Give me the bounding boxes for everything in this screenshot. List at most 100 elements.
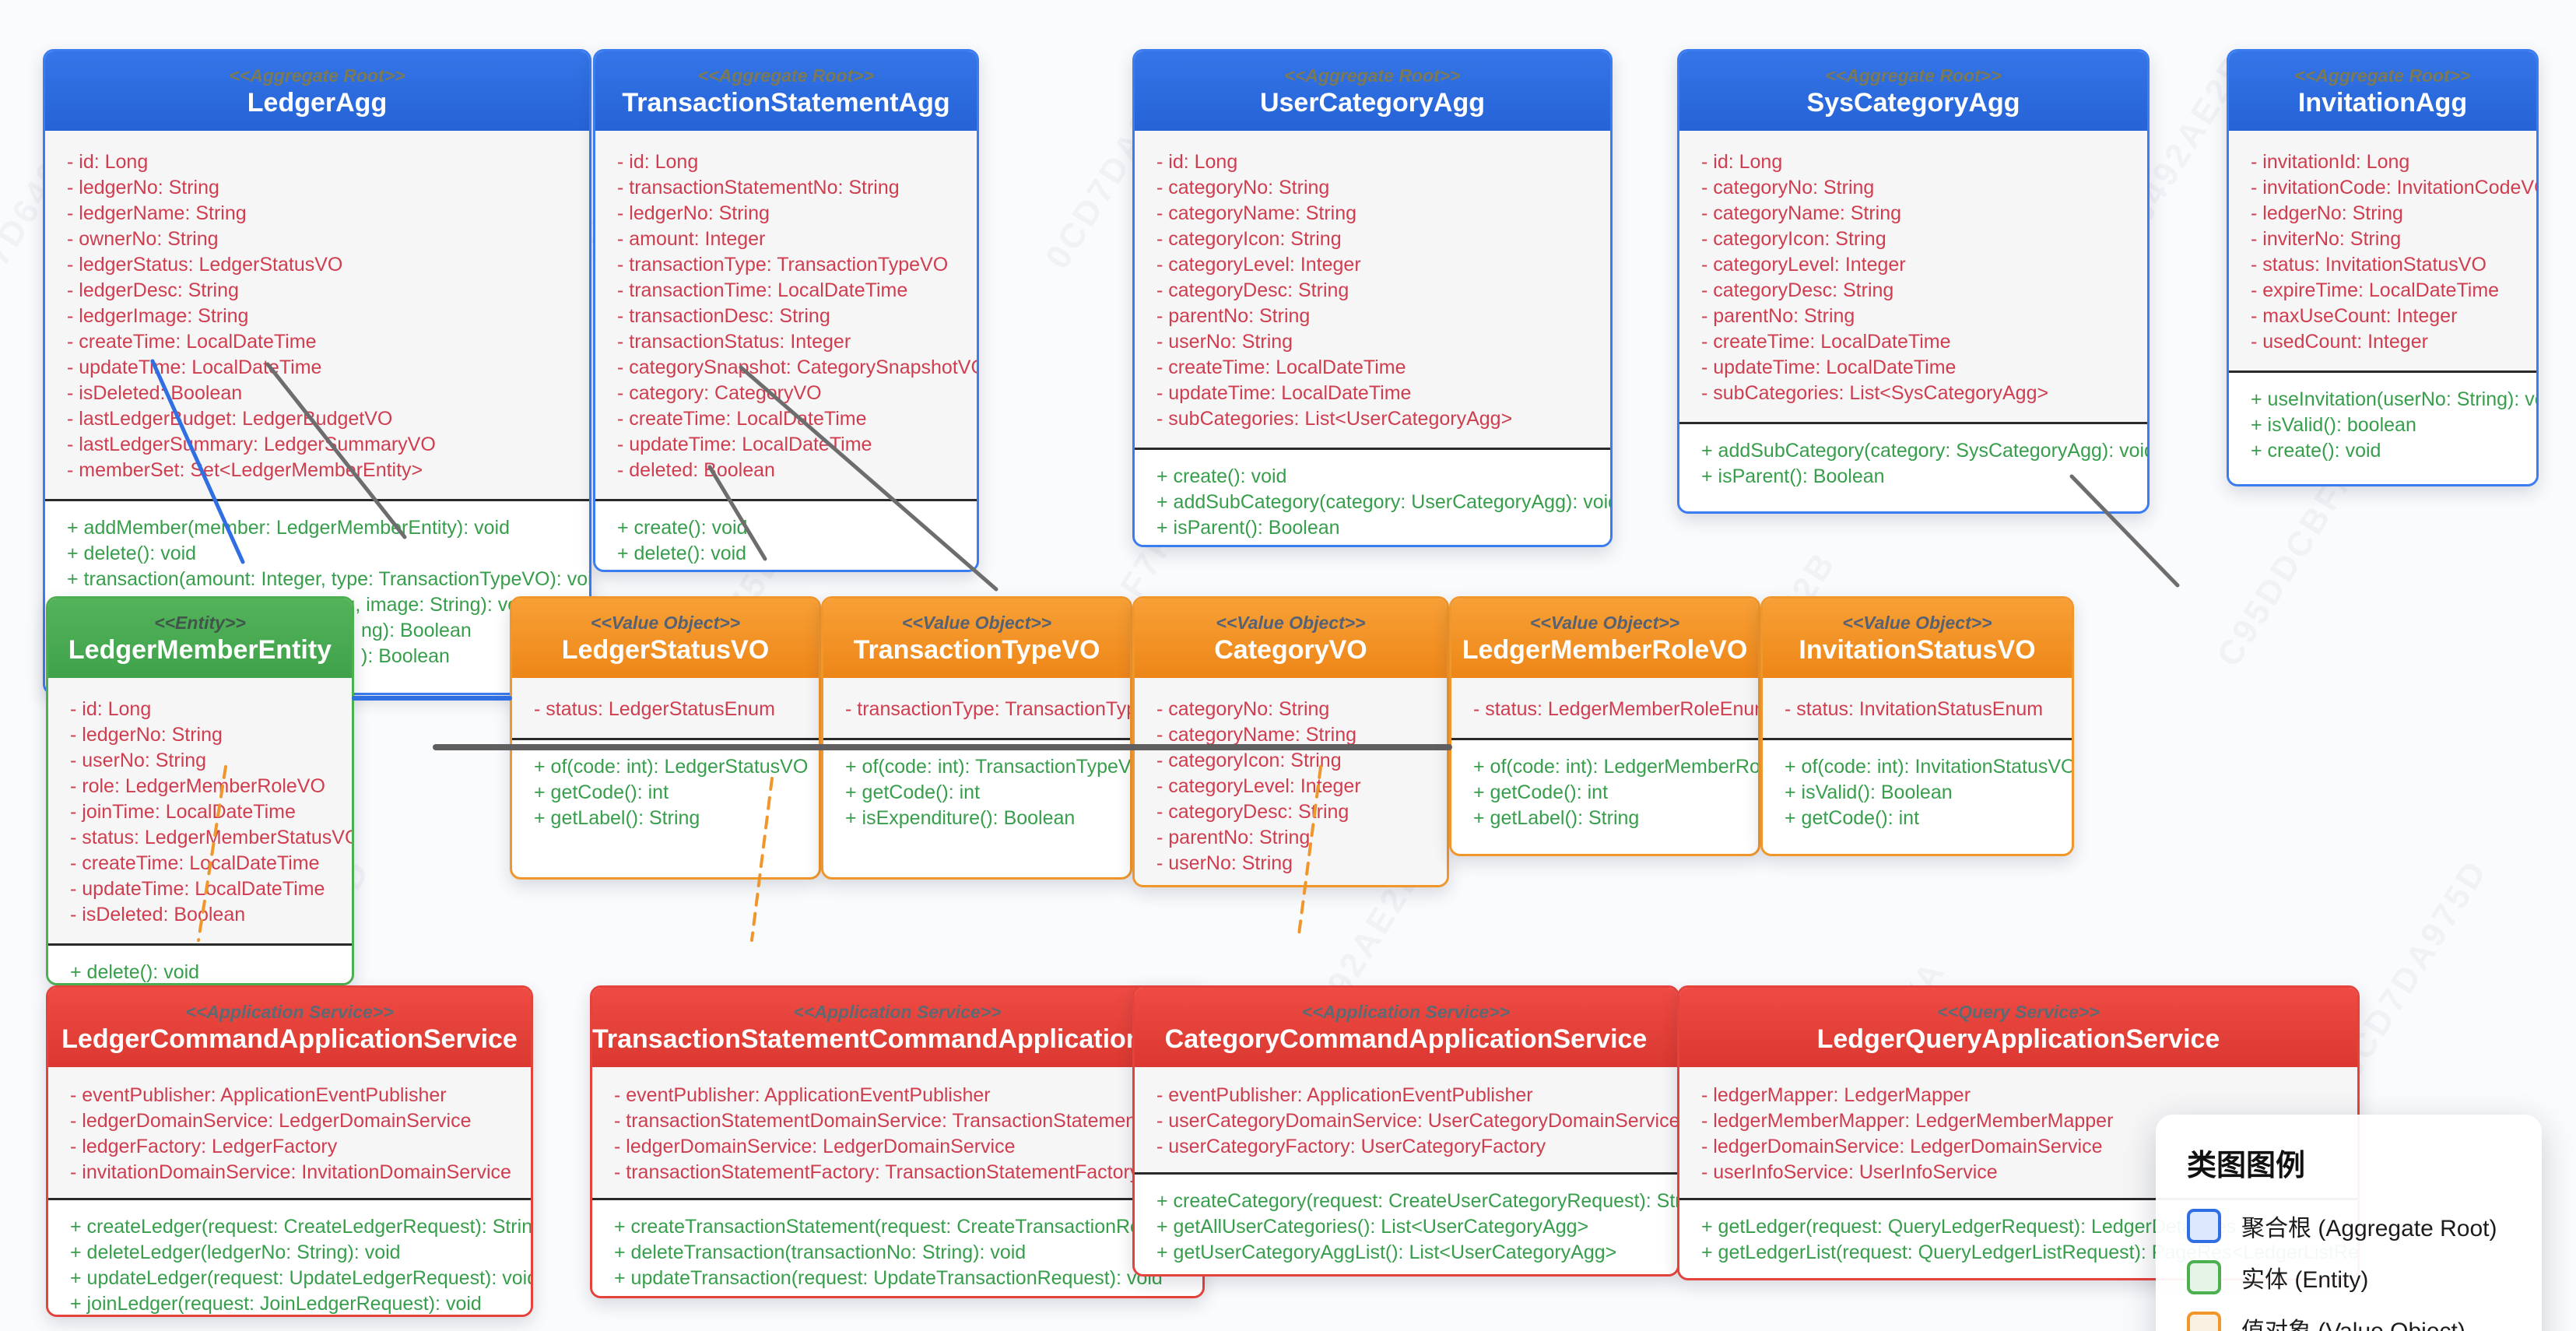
section-separator [1679,422,2147,424]
class-stereotype: <<Value Object>> [901,612,1052,633]
attribute-row: - ledgerImage: String [67,305,249,327]
class-LedgerMemberEntity[interactable]: <<Entity>>LedgerMemberEntity- id: Long- … [46,596,354,985]
attribute-row: - parentNo: String [1156,305,1311,327]
method-row: + getLabel(): String [1473,807,1640,829]
legend-label: 值对象 (Value Object) [2241,1312,2465,1331]
class-header: <<Aggregate Root>>SysCategoryAgg [1679,51,2147,131]
attribute-row: - category: CategoryVO [617,382,822,404]
attribute-row: - ledgerDomainService: LedgerDomainServi… [614,1136,1016,1157]
legend-label: 实体 (Entity) [2241,1267,2369,1293]
class-TransactionStatementCommandApplicationService[interactable]: <<Application Service>>TransactionStatem… [590,985,1205,1298]
class-name: LedgerQueryApplicationService [1816,1024,2220,1054]
attribute-row: - categoryNo: String [1156,177,1330,198]
attribute-row: - categoryDesc: String [1156,279,1349,301]
class-CategoryCommandApplicationService[interactable]: <<Application Service>>CategoryCommandAp… [1132,985,1679,1277]
section-separator [512,738,819,740]
method-row: + useInvitation(userNo: String): void [2251,388,2539,410]
attribute-row: - id: Long [617,151,699,173]
method-row: + create(): void [617,517,748,539]
method-row: + joinLedger(request: JoinLedgerRequest)… [70,1293,482,1315]
method-row: + getUserCategoryAggList(): List<UserCat… [1156,1241,1617,1263]
methods-section: + of(code: int): LedgerMemberRoleVO+ get… [1451,740,1758,845]
attributes-section: - id: Long- ledgerNo: String- userNo: St… [48,678,352,943]
attribute-row: - ledgerDomainService: LedgerDomainServi… [70,1110,472,1132]
attribute-row: - ledgerName: String [67,202,247,224]
diagram-legend: 类图图例 聚合根 (Aggregate Root)实体 (Entity)值对象 … [2156,1115,2542,1331]
attribute-row: - status: LedgerMemberRoleEnum [1473,698,1760,720]
watermark-text: C95DDCBFA [2209,455,2366,673]
class-UserCategoryAgg[interactable]: <<Aggregate Root>>UserCategoryAgg- id: L… [1132,49,1613,547]
attributes-section: - id: Long- ledgerNo: String- ledgerName… [45,131,589,499]
attribute-row: - parentNo: String [1701,305,1855,327]
attribute-row: - transactionStatementNo: String [617,177,900,198]
attribute-row: - isDeleted: Boolean [70,904,246,925]
class-name: SysCategoryAgg [1806,87,2020,118]
attributes-section: - eventPublisher: ApplicationEventPublis… [1135,1067,1677,1172]
attribute-row: - categoryIcon: String [1701,228,1886,250]
attribute-row: - updateTime: LocalDateTime [1701,356,1957,378]
methods-section: + of(code: int): LedgerStatusVO+ getCode… [512,740,819,845]
method-row: + of(code: int): LedgerStatusVO [534,756,809,778]
legend-label: 聚合根 (Aggregate Root) [2241,1216,2497,1241]
class-header: <<Application Service>>TransactionStatem… [592,988,1202,1067]
section-separator [48,1198,531,1200]
class-stereotype: <<Aggregate Root>> [229,65,405,86]
class-LedgerCommandApplicationService[interactable]: <<Application Service>>LedgerCommandAppl… [46,985,533,1317]
class-TransactionTypeVO[interactable]: <<Value Object>>TransactionTypeVO- trans… [821,596,1132,880]
method-row: + addSubCategory(category: SysCategoryAg… [1701,440,2150,462]
method-row: + isExpenditure(): Boolean [845,807,1076,829]
attribute-row: - userNo: String [70,750,207,771]
class-header: <<Value Object>>InvitationStatusVO [1763,599,2072,678]
attribute-row: - ledgerMapper: LedgerMapper [1701,1084,1971,1106]
class-stereotype: <<Aggregate Root>> [2294,65,2471,86]
attribute-row: - userCategoryFactory: UserCategoryFacto… [1156,1136,1546,1157]
attribute-row: - invitationId: Long [2251,151,2410,173]
method-row: + getCode(): int [1785,807,1920,829]
methods-section: + createTransactionStatement(request: Cr… [592,1200,1202,1296]
class-name: LedgerAgg [247,87,388,118]
class-stereotype: <<Aggregate Root>> [697,65,875,86]
attribute-row: - eventPublisher: ApplicationEventPublis… [1156,1084,1533,1106]
attributes-section: - id: Long - transactionStatementNo: Stri… [595,131,977,499]
methods-section: + of(code: int): InvitationStatusVO+ isV… [1763,740,2072,845]
attribute-row: - inviterNo: String [2251,228,2402,250]
method-row: + getCode(): int [1473,781,1609,803]
attribute-row: - ledgerMemberMapper: LedgerMemberMapper [1701,1110,2114,1132]
attribute-row: - categoryNo: String [1156,698,1330,720]
attribute-row: - userCategoryDomainService: UserCategor… [1156,1110,1679,1132]
attribute-row: - updateTime: LocalDateTime [617,434,872,455]
class-CategoryVO[interactable]: <<Value Object>>CategoryVO- categoryNo: … [1132,596,1449,887]
attribute-row: - memberSet: Set<LedgerMemberEntity> [67,459,423,481]
attribute-row: - transactionType: TransactionTypeVO [617,254,949,276]
class-header: <<Aggregate Root>>TransactionStatementAg… [595,51,977,131]
attribute-row: - transactionType: TransactionTypeEnum [845,698,1132,720]
class-InvitationAgg[interactable]: <<Aggregate Root>>InvitationAgg - invitat… [2227,49,2539,486]
class-stereotype: <<Query Service>> [1937,1001,2100,1022]
attribute-row: - subCategories: List<UserCategoryAgg> [1156,408,1513,430]
method-row: + createCategory(request: CreateUserCate… [1156,1190,1679,1212]
method-row: + getCode(): int [845,781,981,803]
class-name: UserCategoryAgg [1259,87,1486,118]
legend-swatch-value-object [2187,1312,2221,1331]
class-header: <<Aggregate Root>>InvitationAgg [2229,51,2536,131]
attribute-row: - createTime: LocalDateTime [1701,331,1951,353]
class-name: TransactionStatementCommandApplicationSe… [592,1024,1205,1054]
legend-item-value-object: 值对象 (Value Object) [2187,1312,2511,1331]
class-header: <<Application Service>>LedgerCommandAppl… [48,988,531,1067]
class-SysCategoryAgg[interactable]: <<Aggregate Root>>SysCategoryAgg- id: Lo… [1677,49,2150,514]
class-LedgerStatusVO[interactable]: <<Value Object>>LedgerStatusVO- status: … [510,596,821,880]
attributes-section: - id: Long- categoryNo: String- category… [1679,131,2147,422]
class-LedgerMemberRoleVO[interactable]: <<Value Object>>LedgerMemberRoleVO- stat… [1449,596,1760,856]
class-TransactionStatementAgg[interactable]: <<Aggregate Root>>TransactionStatementAg… [593,49,979,572]
attribute-row: - invitationDomainService: InvitationDom… [70,1161,511,1183]
method-row: + delete(): void [67,543,197,564]
attribute-row: - deleted: Boolean [617,459,775,481]
attributes-section: - eventPublisher: ApplicationEventPublis… [48,1067,531,1198]
class-InvitationStatusVO[interactable]: <<Value Object>>InvitationStatusVO- stat… [1760,596,2074,856]
attribute-row: - id: Long [1156,151,1238,173]
attribute-row: - categoryIcon: String [1156,750,1342,771]
attribute-row: - createTime: LocalDateTime [67,331,317,353]
attribute-row: - eventPublisher: ApplicationEventPublis… [70,1084,447,1106]
class-stereotype: <<Value Object>> [1842,612,1992,633]
attribute-row: - transactionDesc: String [617,305,830,327]
